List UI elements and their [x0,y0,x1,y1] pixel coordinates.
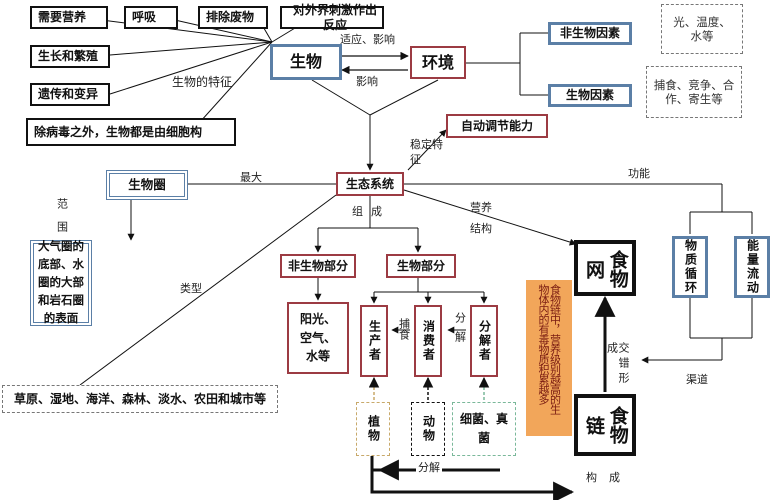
arrow-to-food-chain [370,460,575,500]
decompose-label: 分解 [453,312,467,350]
characteristics-label: 生物的特征 [172,75,233,89]
consumer-node: 消费者 [414,305,442,377]
affect-label: 影响 [356,75,378,88]
scope-label: 范围 [55,198,69,244]
types-line [79,194,337,386]
accumulation-note-tail: 物体内的有毒物质积累越多 [537,284,550,404]
funnel-right [369,79,439,116]
trait-response: 对外界刺激作出反应 [280,3,384,32]
fan-line-cells [199,41,273,123]
self-regulation-node: 自动调节能力 [446,114,548,138]
fan-line-nutrition [85,17,273,43]
trait-growth: 生长和繁殖 [30,45,110,68]
intertwine-label: 交错形成 [605,342,630,387]
microbes-node: 细菌、真菌 [452,402,516,456]
decompose-bottom-label: 分解 [416,461,442,474]
largest-label: 最大 [240,171,262,184]
biotic-factors-node: 生物因素 [548,84,632,107]
biotic-part-node: 生物部分 [386,254,456,278]
stable-feature-label: 稳定特征 [410,138,443,166]
organism-node: 生物 [270,44,342,80]
adapt-affect-label: 适应、影响 [340,33,395,46]
trait-heredity: 遗传和变异 [30,83,110,106]
accumulation-note-head: 食物链中，营养级别越高的生 [548,284,562,414]
biosphere-scope: 大气圈的底部、水圈的大部和岩石圈的表面 [30,239,92,326]
trait-excretion: 排除废物 [198,6,268,29]
producer-node: 生产者 [360,305,388,377]
prey-label: 捕食 [397,318,411,340]
arrow-to-food-web [403,189,577,246]
abiotic-examples: 光、温度、水等 [661,4,743,54]
channel-label: 渠道 [686,373,708,386]
biotic-examples: 捕食、竞争、合作、寄生等 [646,66,742,118]
environment-node: 环境 [410,46,466,79]
fan-line-heredity [109,41,273,95]
abiotic-part-items: 阳光、空气、水等 [287,302,349,374]
abiotic-part-node: 非生物部分 [280,254,356,278]
constitute-label: 构成 [586,471,632,484]
animals-node: 动物 [411,402,445,456]
energy-flow-node: 能量流动 [734,236,770,298]
trait-nutrition: 需要营养 [30,6,108,29]
abiotic-factors-node: 非生物因素 [548,22,632,45]
function-label: 功能 [628,167,650,180]
arrow-to-self-regulation [407,129,447,171]
nutrition-structure-label: 营养结构 [470,201,492,235]
funnel-left [311,79,371,116]
food-web-node: 食物网 [574,240,636,296]
food-chain-node: 食物链 [574,394,636,456]
fan-line-growth [109,41,273,56]
trait-cells: 除病毒之外，生物都是由细胞构 [26,118,236,146]
fan-line-breathing [165,17,273,43]
trait-breathing: 呼吸 [124,6,178,29]
decomposer-node: 分解者 [470,305,498,377]
matter-cycle-node: 物质循环 [672,236,708,298]
accumulation-note: 食物链中，营养级别越高的生 物体内的有毒物质积累越多 [526,280,572,436]
ecosystem-node: 生态系统 [336,172,404,196]
biosphere-node: 生物圈 [106,170,188,200]
composition-label: 组成 [352,205,390,218]
ecosystem-types: 草原、湿地、海洋、森林、淡水、农田和城市等 [2,385,278,413]
plants-node: 植物 [356,402,390,456]
types-label: 类型 [180,282,202,295]
